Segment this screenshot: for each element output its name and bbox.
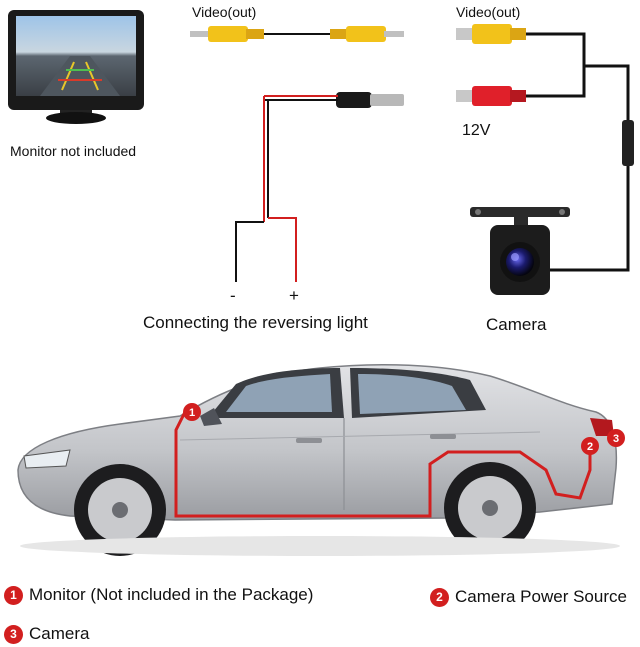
car-marker-2: 2	[581, 437, 599, 455]
plus-label: +	[289, 286, 299, 305]
svg-text:3: 3	[613, 433, 619, 445]
legend-number-badge: 3	[4, 624, 23, 644]
legend-number-badge: 1	[4, 585, 23, 605]
car-wiring-route	[174, 409, 592, 518]
legend-text: Camera	[29, 624, 90, 643]
legend-item-power: 2 Camera Power Source	[430, 587, 627, 607]
reversing-caption: Connecting the reversing light	[143, 313, 368, 332]
camera-caption: Camera	[486, 315, 547, 334]
legend-item-camera: 3 Camera	[4, 624, 89, 644]
minus-label: -	[230, 286, 236, 305]
camera-image	[470, 207, 570, 295]
svg-text:2: 2	[587, 441, 593, 453]
monitor-caption: Monitor not included	[10, 143, 137, 159]
car-marker-1: 1	[183, 403, 201, 421]
legend-text: Monitor (Not included in the Package)	[29, 585, 314, 604]
camera-cable	[456, 24, 634, 272]
video-out-label-right: Video(out)	[456, 4, 521, 20]
video-rca-cable	[190, 26, 404, 42]
svg-text:1: 1	[189, 407, 195, 419]
car-marker-3: 3	[607, 429, 625, 447]
legend-item-monitor: 1 Monitor (Not included in the Package)	[4, 585, 313, 605]
car-image	[17, 363, 620, 556]
power-12v-label: 12V	[462, 122, 491, 139]
legend-text: Camera Power Source	[455, 587, 627, 606]
monitor-image	[8, 10, 144, 124]
reversing-power-cable	[235, 92, 404, 282]
legend-number-badge: 2	[430, 587, 449, 607]
video-out-label-left: Video(out)	[192, 4, 257, 20]
